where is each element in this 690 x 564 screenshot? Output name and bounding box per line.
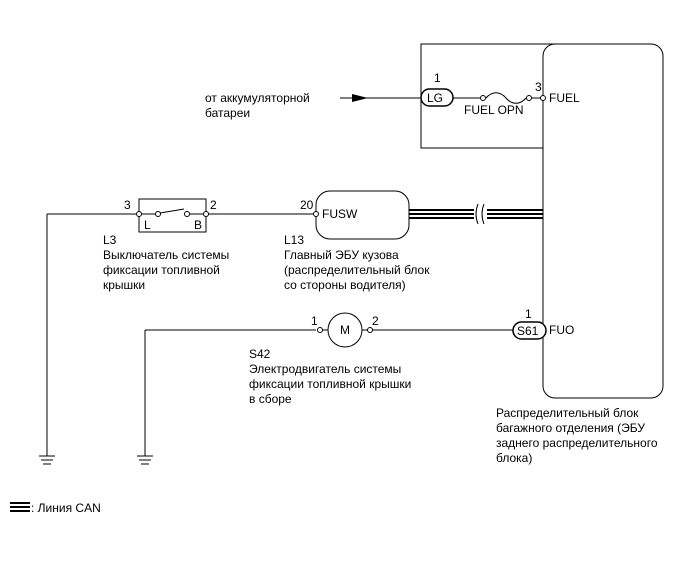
switch-pin-right: 2 <box>210 198 217 212</box>
fuel-lid-switch: 3 2 L B L3 Выключатель системы фиксации … <box>103 198 229 292</box>
switch-code: L3 <box>103 233 117 247</box>
motor-terminal-right <box>367 327 373 333</box>
body-ecu-terminal-label: FUSW <box>322 207 358 221</box>
body-ecu-desc-line1: Главный ЭБУ кузова <box>284 248 399 262</box>
luggage-desc-line2: багажного отделения (ЭБУ <box>496 421 645 435</box>
switch-contact-b: B <box>194 218 202 232</box>
ground-icon <box>137 455 153 465</box>
legend-label: : Линия CAN <box>31 501 101 515</box>
motor-desc-line1: Электродвигатель системы <box>249 362 401 376</box>
switch-contact-right <box>184 211 190 217</box>
motor-pin-right: 2 <box>372 314 379 328</box>
fuel-terminal-label: FUEL <box>549 91 580 105</box>
switch-terminal-left <box>136 211 142 217</box>
lg-pin-number: 1 <box>434 71 441 85</box>
body-ecu-desc-line2: (распределительный блок <box>284 263 430 277</box>
switch-terminal-right <box>203 211 209 217</box>
switch-lever-icon <box>159 208 185 214</box>
fuo-terminal-label: FUO <box>549 323 574 337</box>
motor-code: S42 <box>249 347 271 361</box>
body-ecu-code: L13 <box>284 233 304 247</box>
body-ecu-terminal <box>313 211 319 217</box>
fuse-terminal-left <box>480 95 486 101</box>
switch-desc-line3: крышки <box>103 278 145 292</box>
main-body-ecu: 20 FUSW L13 Главный ЭБУ кузова (распреде… <box>284 190 430 292</box>
luggage-desc-line3: заднего распределительного <box>496 436 658 450</box>
s61-connector-pill <box>512 321 547 340</box>
luggage-junction-block <box>420 43 664 399</box>
fuse-icon <box>485 92 527 104</box>
ecu-rounded-box <box>542 43 664 399</box>
battery-feed: от аккумуляторной батареи <box>205 91 421 120</box>
s61-connector-label: S61 <box>517 324 539 338</box>
fuel-terminal-dot <box>540 95 546 101</box>
connector-s61: 1 S61 FUO <box>512 307 574 340</box>
battery-label-line1: от аккумуляторной <box>205 91 310 105</box>
can-break-icon <box>475 203 485 225</box>
luggage-block-description: Распределительный блок багажного отделен… <box>496 406 658 465</box>
motor-desc-line3: в сборе <box>249 392 292 406</box>
legend: : Линия CAN <box>10 501 101 515</box>
switch-contact-left <box>155 211 161 217</box>
motor-circuit: 1 2 M S42 Электродвигатель системы фикса… <box>137 312 513 465</box>
luggage-desc-line4: блока) <box>496 451 532 465</box>
battery-label-line2: батареи <box>205 106 250 120</box>
can-bus-lines <box>409 203 543 225</box>
switch-contact-l: L <box>144 218 151 232</box>
s61-pin-number: 1 <box>525 307 532 321</box>
connector-lg: 1 LG <box>420 71 454 107</box>
motor-pin-left: 1 <box>311 314 318 328</box>
lg-connector-label: LG <box>427 91 443 105</box>
switch-body <box>138 198 207 233</box>
switch-pin-left: 3 <box>124 198 131 212</box>
switch-ground-circuit <box>39 213 137 465</box>
switch-desc-line1: Выключатель системы <box>103 248 229 262</box>
body-ecu-pin: 20 <box>300 198 314 212</box>
fuse-fuel-opn: FUEL OPN <box>453 92 541 117</box>
motor-symbol: M <box>340 323 350 337</box>
motor-desc-line2: фиксации топливной крышки <box>249 377 411 391</box>
body-ecu-desc-line3: со стороны водителя) <box>284 278 406 292</box>
fuse-terminal-right <box>526 95 532 101</box>
motor-terminal-left <box>317 327 323 333</box>
battery-arrow-icon <box>352 94 368 102</box>
can-line-legend-icon <box>10 502 30 512</box>
fuel-terminal: 3 FUEL <box>535 80 580 105</box>
fuel-pin-number: 3 <box>535 80 542 94</box>
switch-desc-line2: фиксации топливной <box>103 263 220 277</box>
luggage-desc-line1: Распределительный блок <box>496 406 639 420</box>
ground-icon <box>39 455 55 465</box>
fuse-label: FUEL OPN <box>464 103 524 117</box>
